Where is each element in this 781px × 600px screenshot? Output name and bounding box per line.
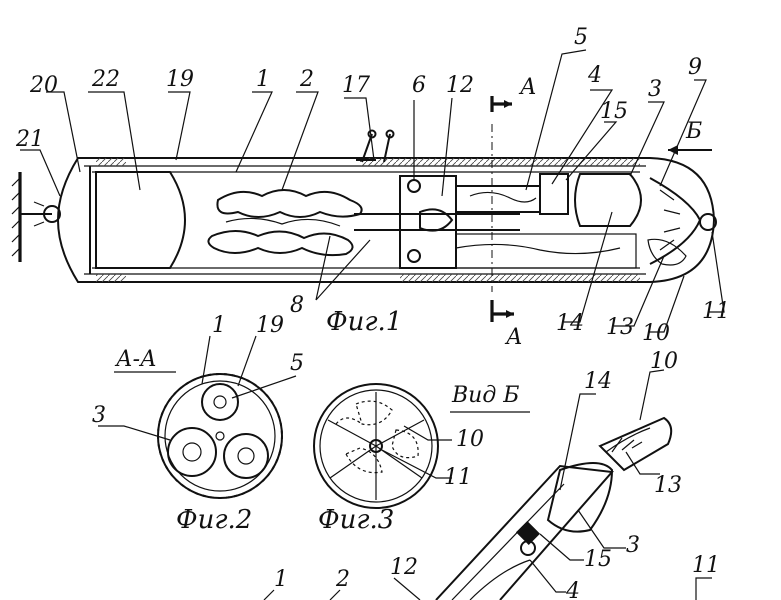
callout-6: 6 [412, 73, 426, 98]
callout-10: 10 [642, 321, 670, 346]
fig2-leader-lines [98, 335, 297, 441]
fig2-callout-19: 19 [256, 313, 284, 338]
callout-11: 11 [702, 299, 730, 324]
igniter-pins [356, 129, 395, 163]
figure-3-caption: Фиг.3 [318, 505, 394, 535]
callout-12: 12 [446, 73, 474, 98]
fig4-callout-15: 15 [584, 547, 612, 572]
fig3-petals [327, 392, 425, 500]
callout-14: 14 [556, 311, 584, 336]
fig4-callout-2: 2 [335, 567, 350, 592]
section-marker-bottom: А [504, 325, 523, 350]
fig2-callout-5: 5 [290, 351, 304, 376]
fig4-callout-12: 12 [390, 555, 418, 580]
fig3-callout-11: 11 [444, 465, 472, 490]
fig4-callout-14: 14 [584, 369, 612, 394]
fig4-callout-13: 13 [654, 473, 682, 498]
callout-4: 4 [587, 63, 602, 88]
fig4-callout-1: 1 [274, 567, 288, 592]
callout-13: 13 [606, 315, 634, 340]
fig4-spring-block [515, 520, 541, 546]
section-line-a [490, 96, 514, 322]
fig1-leader-lines [20, 49, 725, 333]
figure-3-end-view: Вид Б 10 11 Фиг.3 [313, 383, 530, 535]
view-b-title: Вид Б [451, 383, 519, 408]
callout-1: 1 [256, 67, 270, 92]
fig2-callout-3: 3 [92, 403, 106, 428]
cartridge-right [574, 173, 642, 227]
view-b-arrow-label: Б [685, 119, 702, 144]
filter-block-left [95, 171, 186, 269]
section-marker-top: А [518, 75, 537, 100]
callout-22: 22 [91, 67, 120, 92]
callout-19: 19 [166, 67, 194, 92]
callout-8: 8 [290, 293, 304, 318]
fig4-tube-body [435, 464, 615, 600]
fig4-leader-lines [263, 369, 712, 600]
fig2-top-cylinder [201, 383, 239, 421]
callout-5: 5 [574, 25, 588, 50]
valve-block [399, 175, 637, 269]
fig4-cartridge [546, 462, 614, 533]
callout-15: 15 [600, 99, 628, 124]
figure-1-caption: Фиг.1 [326, 307, 402, 337]
figure-2-caption: Фиг.2 [176, 505, 252, 535]
center-pipes [354, 213, 520, 231]
callout-17: 17 [342, 73, 370, 98]
nozzle-cap [647, 177, 717, 266]
figure-4-deployed-view: 14 10 13 3 15 4 1 2 12 11 [263, 349, 720, 600]
callout-2: 2 [299, 67, 314, 92]
callout-21: 20 [29, 73, 58, 98]
wall-hatching [96, 158, 640, 282]
fig4-callout-4: 4 [565, 579, 580, 600]
wall-mount [11, 172, 61, 262]
figure-2-cross-section: А-А 1 19 5 3 Фиг.2 [92, 313, 304, 535]
callout-9: 9 [688, 55, 702, 80]
flame-gas-plume [207, 189, 363, 257]
fig3-callout-10: 10 [456, 427, 484, 452]
callout-3: 3 [648, 77, 662, 102]
callout-20: 21 [15, 127, 44, 152]
fig4-callout-10: 10 [650, 349, 678, 374]
fig4-callout-11: 11 [692, 553, 720, 578]
fig3-leader-lines [381, 425, 452, 479]
fig4-callout-3: 3 [626, 533, 640, 558]
fig2-right-cartridge [223, 433, 269, 479]
section-aa-title: А-А [114, 347, 157, 372]
outer-casing [56, 157, 716, 283]
gas-cylinder [455, 173, 569, 215]
figure-1-longitudinal-section: А А Б 20 [11, 25, 730, 350]
fig2-left-cartridge [167, 427, 217, 477]
fig2-callout-1: 1 [212, 313, 226, 338]
fig4-opened-cap [598, 416, 673, 472]
inner-tube [92, 171, 640, 269]
